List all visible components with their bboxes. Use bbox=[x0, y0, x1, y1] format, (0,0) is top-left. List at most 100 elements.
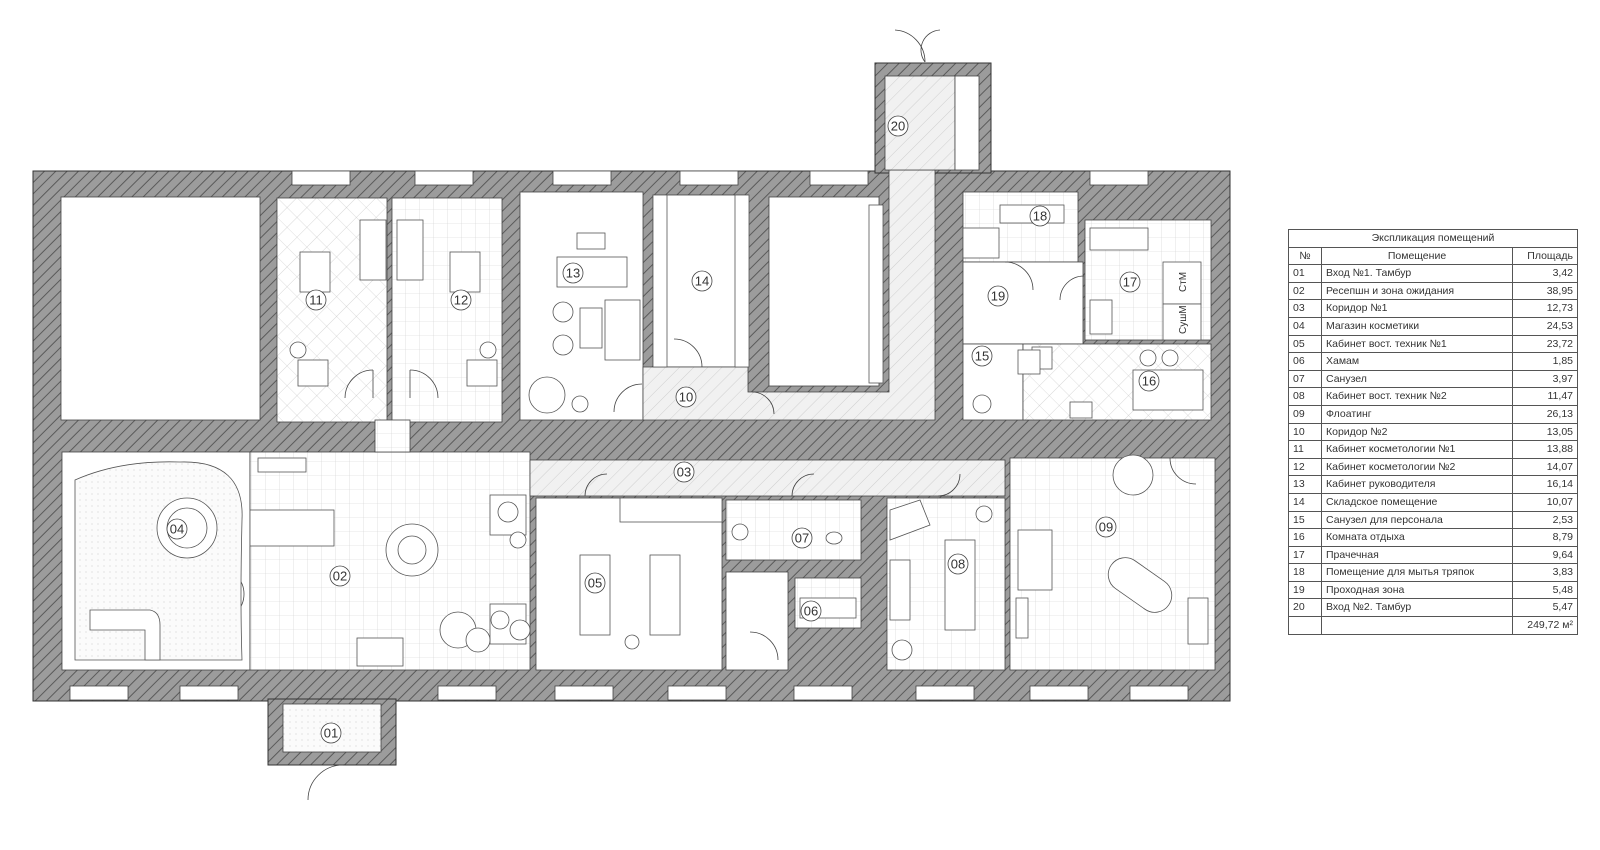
room-number: 02 bbox=[333, 569, 347, 584]
legend-num: 15 bbox=[1288, 510, 1322, 530]
room-number: 13 bbox=[566, 266, 580, 281]
legend-room-name: Флоатинг bbox=[1321, 404, 1513, 424]
legend-room-name: Прачечная bbox=[1321, 545, 1513, 565]
legend-num: 09 bbox=[1288, 404, 1322, 424]
washing-machine-label: СтМ bbox=[1178, 272, 1189, 292]
legend-header-num: № bbox=[1288, 246, 1322, 266]
room-marker-03: 03 bbox=[673, 461, 695, 483]
room-marker-16: 16 bbox=[1138, 370, 1160, 392]
legend-num: 06 bbox=[1288, 352, 1322, 371]
room-marker-circle bbox=[329, 565, 351, 587]
room-marker-circle bbox=[305, 289, 327, 311]
legend-num: 04 bbox=[1288, 316, 1322, 336]
room-marker-05: 05 bbox=[584, 572, 606, 594]
legend-num: 17 bbox=[1288, 545, 1322, 565]
room-marker-07: 07 bbox=[791, 527, 813, 549]
room-marker-circle bbox=[1095, 516, 1117, 538]
room-marker-10: 10 bbox=[675, 386, 697, 408]
room-number: 19 bbox=[991, 289, 1005, 304]
room-marker-15: 15 bbox=[971, 345, 993, 367]
legend-room-name: Коридор №2 bbox=[1321, 422, 1513, 442]
legend-room-name: Комната отдыха bbox=[1321, 528, 1513, 547]
legend-num: 11 bbox=[1288, 440, 1322, 459]
legend-area: 10,07 bbox=[1512, 492, 1578, 512]
room-marker-08: 08 bbox=[947, 553, 969, 575]
room-legend-table: Экспликация помещений № Помещение Площад… bbox=[1288, 229, 1578, 635]
legend-area: 16,14 bbox=[1512, 475, 1578, 494]
legend-room-name: Складское помещение bbox=[1321, 492, 1513, 512]
legend-area: 3,42 bbox=[1512, 264, 1578, 283]
legend-room-name: Ресепшн и зона ожидания bbox=[1321, 281, 1513, 301]
legend-area: 13,05 bbox=[1512, 422, 1578, 442]
windows bbox=[69, 170, 1189, 701]
legend-num: 08 bbox=[1288, 387, 1322, 406]
room-number: 18 bbox=[1033, 209, 1047, 224]
room-marker-circle bbox=[791, 527, 813, 549]
legend-area: 11,47 bbox=[1512, 387, 1578, 406]
furniture bbox=[74, 194, 1209, 667]
legend-area: 14,07 bbox=[1512, 457, 1578, 477]
room-number: 01 bbox=[324, 726, 338, 741]
legend-title: Экспликация помещений bbox=[1288, 229, 1578, 248]
room-number: 15 bbox=[975, 349, 989, 364]
legend-num: 18 bbox=[1288, 563, 1322, 582]
room-marker-13: 13 bbox=[562, 262, 584, 284]
room-marker-02: 02 bbox=[329, 565, 351, 587]
legend-room-name: Санузел bbox=[1321, 369, 1513, 389]
room-marker-circle bbox=[562, 262, 584, 284]
legend-header-area: Площадь bbox=[1512, 246, 1578, 266]
legend-total-spacer-2 bbox=[1321, 616, 1513, 635]
room-number: 14 bbox=[695, 274, 709, 289]
legend-num: 01 bbox=[1288, 264, 1322, 283]
legend-num: 07 bbox=[1288, 369, 1322, 389]
legend-area: 26,13 bbox=[1512, 404, 1578, 424]
legend-area: 3,97 bbox=[1512, 369, 1578, 389]
room-marker-circle bbox=[320, 722, 342, 744]
legend-num: 13 bbox=[1288, 475, 1322, 494]
room-marker-18: 18 bbox=[1029, 205, 1051, 227]
legend-room-name: Магазин косметики bbox=[1321, 316, 1513, 336]
legend-area: 1,85 bbox=[1512, 352, 1578, 371]
room-marker-circle bbox=[691, 270, 713, 292]
room-number: 09 bbox=[1099, 520, 1113, 535]
legend-area: 38,95 bbox=[1512, 281, 1578, 301]
legend-num: 05 bbox=[1288, 334, 1322, 354]
room-marker-circle bbox=[1119, 271, 1141, 293]
room-marker-circle bbox=[947, 553, 969, 575]
legend-num: 20 bbox=[1288, 598, 1322, 618]
legend-area: 3,83 bbox=[1512, 563, 1578, 582]
room-marker-17: 17 bbox=[1119, 271, 1141, 293]
room-marker-circle bbox=[675, 386, 697, 408]
room-marker-circle bbox=[673, 461, 695, 483]
legend-area: 23,72 bbox=[1512, 334, 1578, 354]
room-number: 04 bbox=[170, 522, 184, 537]
floor-plan: СтМ СушМ 0102030405060708091011121314151… bbox=[32, 29, 1231, 801]
legend-area: 12,73 bbox=[1512, 299, 1578, 318]
legend-area: 5,48 bbox=[1512, 580, 1578, 600]
legend-num: 12 bbox=[1288, 457, 1322, 477]
legend-area: 24,53 bbox=[1512, 316, 1578, 336]
room-marker-09: 09 bbox=[1095, 516, 1117, 538]
room-marker-circle bbox=[584, 572, 606, 594]
legend-area: 2,53 bbox=[1512, 510, 1578, 530]
room-number: 06 bbox=[804, 604, 818, 619]
room-number: 08 bbox=[951, 557, 965, 572]
room-marker-12: 12 bbox=[450, 289, 472, 311]
legend-area: 13,88 bbox=[1512, 440, 1578, 459]
room-number: 17 bbox=[1123, 275, 1137, 290]
legend-total: 249,72 м² bbox=[1512, 616, 1578, 635]
room-number: 16 bbox=[1142, 374, 1156, 389]
room-marker-circle bbox=[450, 289, 472, 311]
